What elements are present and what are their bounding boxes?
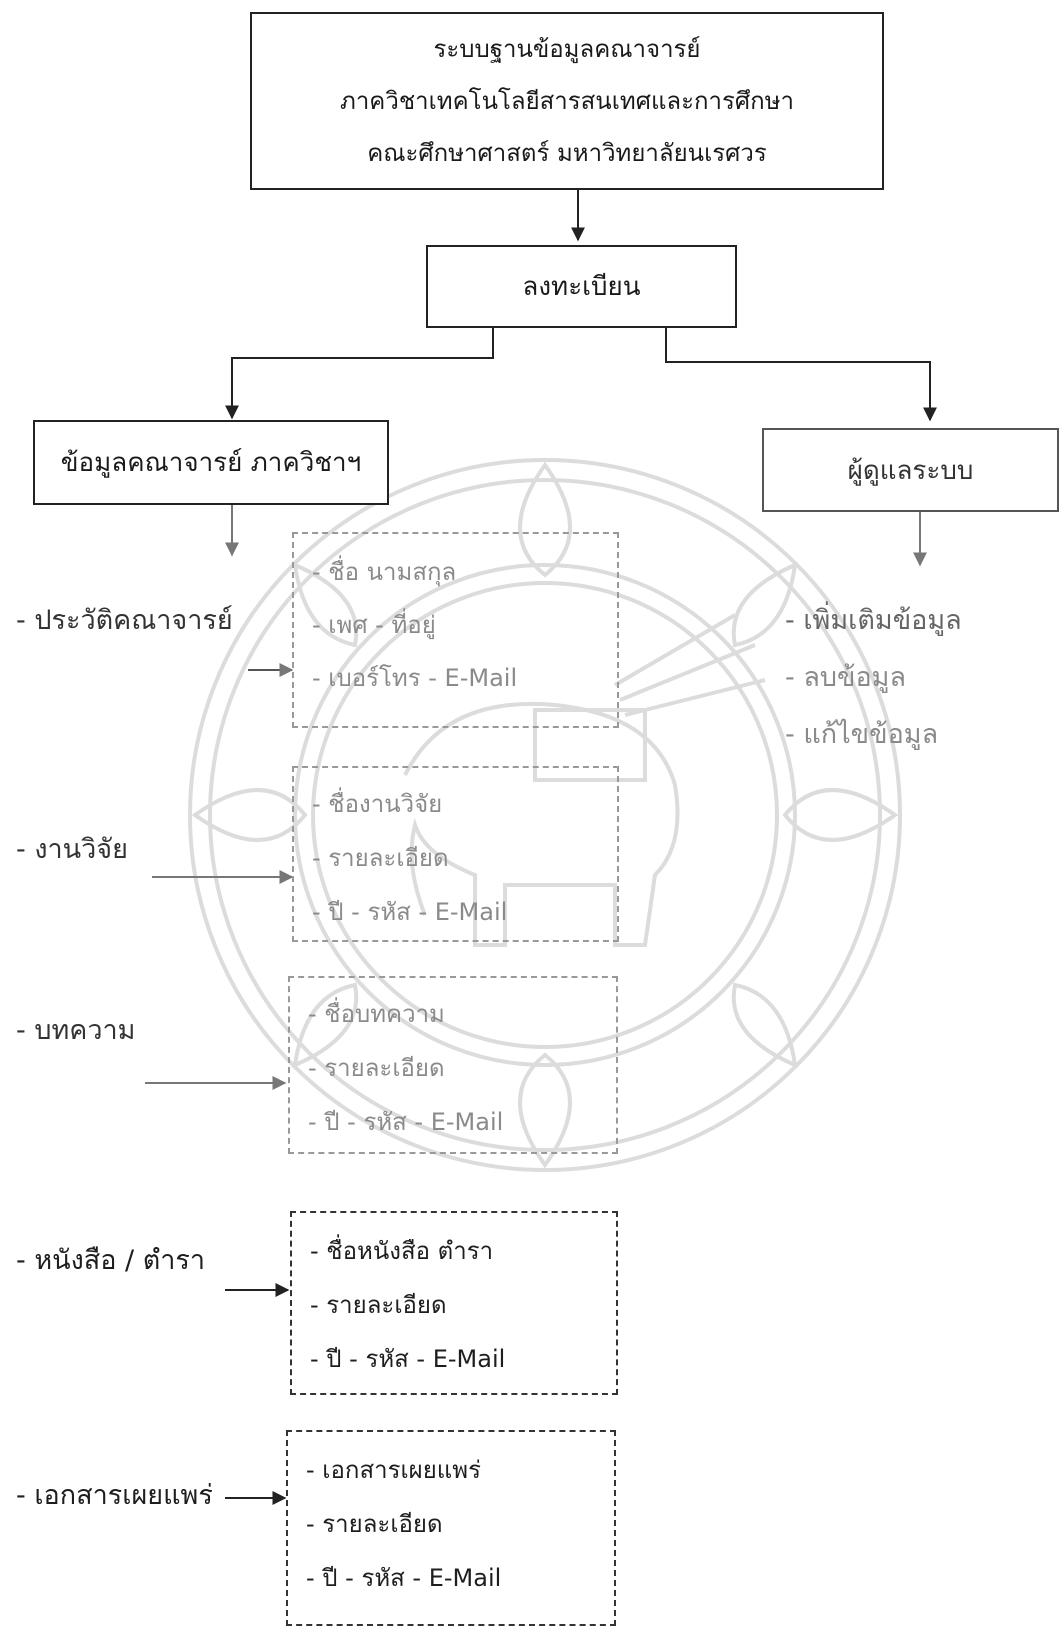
section-box-books: - ชื่อหนังสือ ตำรา - รายละเอียด - ปี - ร… [290,1211,618,1395]
section-box-publications: - เอกสารเผยแพร่ - รายละเอียด - ปี - รหัส… [286,1430,616,1626]
list-item: - เอกสารเผยแพร่ [306,1456,481,1484]
list-item: - รายละเอียด [312,844,449,872]
section-label-profile: - ประวัติคณาจารย์ [16,605,233,636]
list-item: - รายละเอียด [310,1291,447,1319]
title-line-2: ภาควิชาเทคโนโลยีสารสนเทศและการศึกษา [340,87,794,115]
section-box-profile: - ชื่อ นามสกุล - เพศ - ที่อยู่ - เบอร์โท… [292,532,619,728]
faculty-data-box: ข้อมูลคณาจารย์ ภาควิชาฯ [33,420,389,505]
section-label-research: - งานวิจัย [16,834,128,865]
university-seal-watermark [188,458,902,1172]
list-item: - ชื่อหนังสือ ตำรา [310,1237,494,1265]
list-item: - เพศ - ที่อยู่ [312,611,436,639]
faculty-data-label: ข้อมูลคณาจารย์ ภาควิชาฯ [60,448,362,478]
list-item: - ชื่อ นามสกุล [312,558,457,586]
title-line-3: คณะศึกษาศาสตร์ มหาวิทยาลัยนเรศวร [367,139,767,167]
list-item: - ปี - รหัส - E-Mail [308,1108,504,1136]
arrow-register-to-left [225,328,494,420]
register-box: ลงทะเบียน [426,245,737,328]
list-item: - ปี - รหัส - E-Mail [310,1345,506,1373]
list-item: - รายละเอียด [306,1510,443,1538]
admin-label: ผู้ดูแลระบบ [847,455,974,486]
arrow-register-to-right [665,328,937,422]
section-box-research: - ชื่องานวิจัย - รายละเอียด - ปี - รหัส … [292,766,619,942]
section-label-articles: - บทความ [16,1015,136,1046]
list-item: - ปี - รหัส - E-Mail [306,1564,502,1592]
section-label-publications: - เอกสารเผยแพร่ [16,1480,213,1511]
list-item: - รายละเอียด [308,1054,445,1082]
admin-item: - เพิ่มเติมข้อมูล [785,605,962,636]
admin-box: ผู้ดูแลระบบ [762,428,1059,512]
section-label-books: - หนังสือ / ตำรา [16,1245,206,1276]
list-item: - ชื่องานวิจัย [312,790,443,818]
list-item: - ชื่อบทความ [308,1000,445,1028]
list-item: - เบอร์โทร - E-Mail [312,664,518,692]
admin-item: - ลบข้อมูล [785,662,907,693]
title-line-1: ระบบฐานข้อมูลคณาจารย์ [433,35,701,63]
title-box: ระบบฐานข้อมูลคณาจารย์ ภาควิชาเทคโนโลยีสา… [250,12,884,190]
admin-item: - แก้ไขข้อมูล [785,719,939,750]
list-item: - ปี - รหัส - E-Mail [312,898,508,926]
register-label: ลงทะเบียน [522,272,641,302]
section-box-articles: - ชื่อบทความ - รายละเอียด - ปี - รหัส - … [288,976,618,1154]
